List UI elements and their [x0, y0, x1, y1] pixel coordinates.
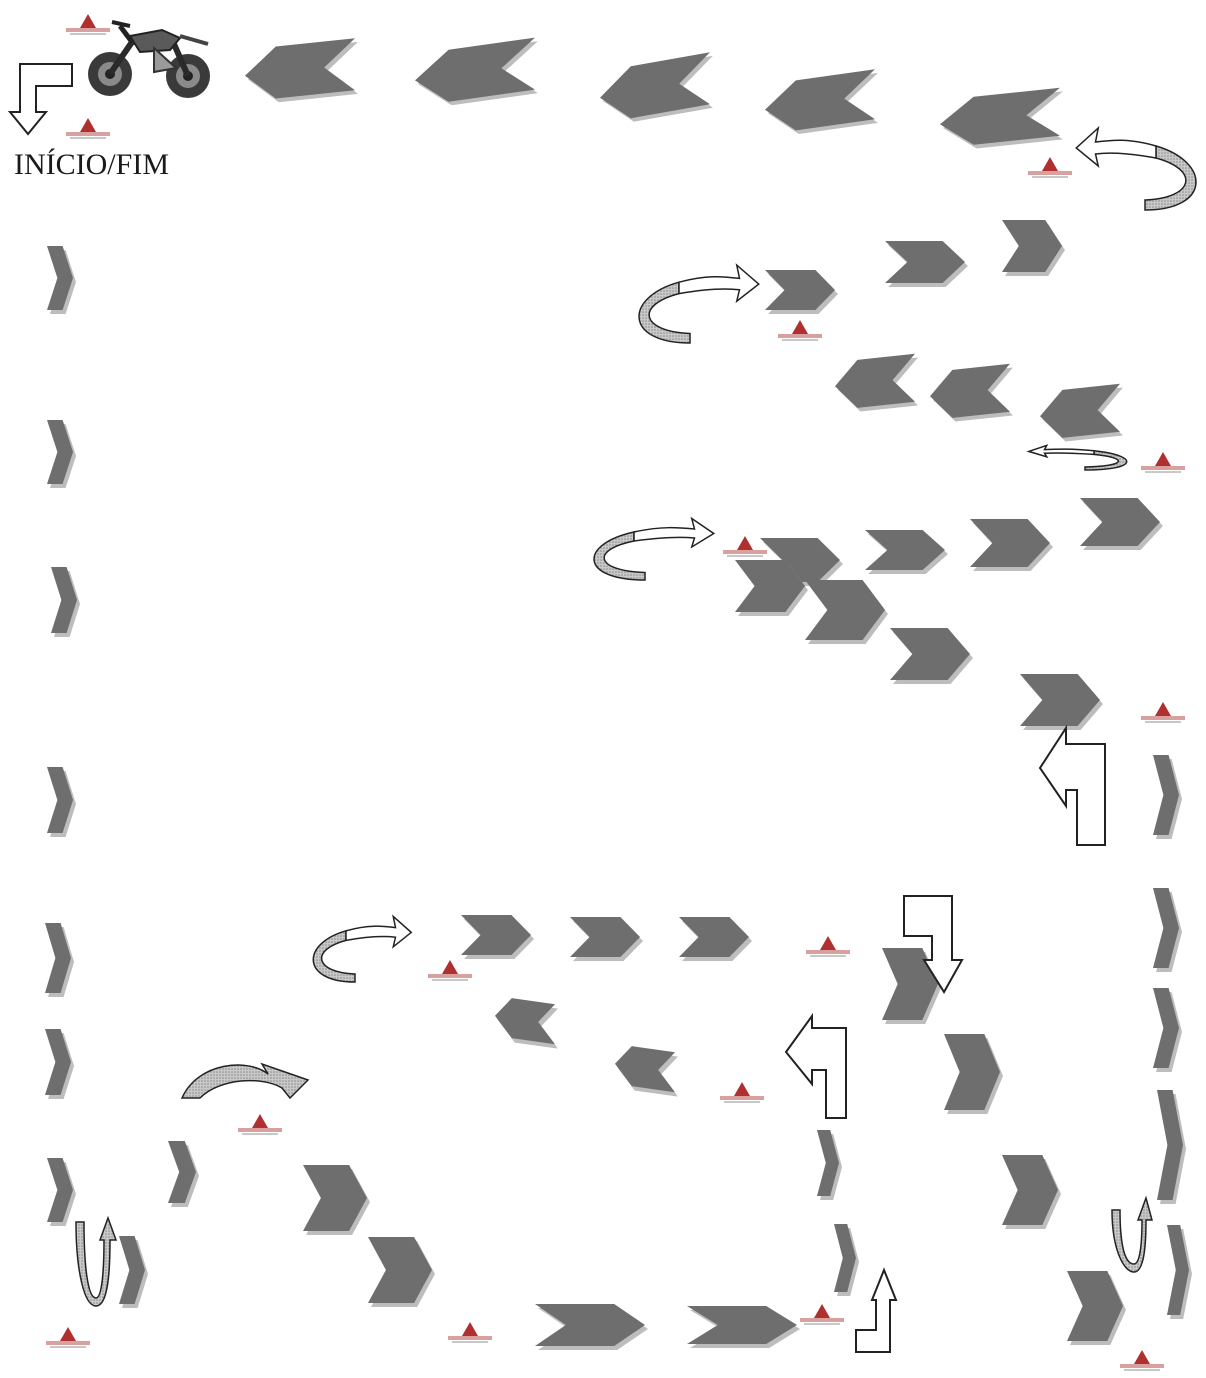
chevron-arrow-icon [47, 246, 76, 314]
chevron-arrow-icon [940, 87, 1063, 152]
cone-icon [66, 118, 110, 139]
chevron-arrow-icon [1040, 383, 1123, 444]
chevron-arrow-icon [45, 923, 74, 997]
chevron-arrow-icon [368, 1237, 435, 1307]
bend-arrows [786, 728, 1105, 1352]
chevron-arrow-icon [1002, 220, 1065, 276]
chevron-arrow-icon [245, 38, 358, 106]
chevron-arrow-icon [47, 767, 76, 837]
chevron-arrow-icon [865, 530, 948, 574]
chevron-arrow-icon [944, 1034, 1003, 1114]
chevron-arrow-icon [570, 917, 643, 961]
chevron-arrow-icon [1153, 888, 1182, 972]
u-turn-arrow-icon [1029, 445, 1127, 470]
chevron-arrow-icon [1067, 1271, 1126, 1345]
chevron-arrow-icon [51, 567, 80, 637]
cone-icon [448, 1322, 492, 1343]
cone-icon [1141, 702, 1185, 723]
cone-icon [800, 1304, 844, 1325]
chevron-arrow-icon [535, 1304, 648, 1350]
cone-icon [238, 1114, 282, 1135]
start-arrow-icon [10, 64, 72, 134]
chevron-arrow-icon [765, 270, 838, 314]
cone-icon [428, 960, 472, 981]
chevron-arrow-icon [495, 996, 558, 1049]
chevron-arrow-icon [817, 1130, 842, 1200]
chevron-arrow-icon [168, 1141, 199, 1207]
cone-icon [723, 536, 767, 557]
chevron-arrow-icon [835, 353, 918, 414]
chevron-arrow-icon [303, 1165, 370, 1235]
chevron-arrow-icon [885, 241, 968, 287]
chevron-arrow-icon [1002, 1155, 1061, 1229]
chevron-arrow-icon [834, 1224, 859, 1296]
bend-arrow-icon [786, 1016, 846, 1118]
chevron-arrow-icon [119, 1236, 148, 1308]
cone-icon [1120, 1350, 1164, 1371]
cone-icon [806, 936, 850, 957]
chevron-arrow-icon [415, 37, 538, 110]
chevron-arrow-icon [765, 69, 878, 139]
cone-icon [66, 14, 110, 35]
bend-arrow-icon [182, 1064, 308, 1098]
chevron-arrow-icon [1153, 755, 1182, 839]
chevron-arrow-icon [47, 420, 76, 488]
chevron-arrow-icon [1153, 988, 1182, 1072]
cone-icon [720, 1082, 764, 1103]
u-turn-arrow-icon [594, 519, 714, 581]
chevron-arrow-icon [687, 1306, 800, 1348]
cone-icon [1028, 157, 1072, 178]
chevron-arrow-icon [615, 1044, 678, 1097]
chevron-arrow-icon [679, 917, 752, 961]
chevron-arrow-icon [600, 52, 713, 128]
chevron-arrow-icon [805, 580, 888, 644]
chevron-arrow-icon [1080, 498, 1163, 550]
cone-icon [778, 320, 822, 341]
chevron-arrow-icon [47, 1158, 76, 1226]
chevron-arrow-icon [890, 628, 973, 684]
cone-icon [1141, 452, 1185, 473]
u-turn-arrow-icon [1112, 1198, 1152, 1272]
u-turn-arrow-icon [639, 265, 759, 343]
chevron-arrow-icon [970, 519, 1053, 571]
start-finish-label: INÍCIO/FIM [14, 148, 169, 182]
motorcycle-icon [88, 22, 210, 98]
cone-icon [46, 1327, 90, 1348]
chevron-arrow-icon [45, 1029, 74, 1099]
bend-arrow-icon [1040, 728, 1105, 845]
u-turn-arrow-icon [1076, 128, 1196, 210]
chevron-arrow-icon [461, 915, 534, 959]
chevron-markers [45, 37, 1192, 1350]
u-turn-arrow-icon [76, 1218, 116, 1306]
chevron-arrow-icon [930, 363, 1013, 424]
chevron-arrow-icon [1157, 1090, 1186, 1204]
chevron-arrow-icon [1020, 674, 1103, 730]
bend-arrow-icon [856, 1270, 896, 1352]
u-turn-arrow-icon [313, 916, 411, 982]
chevron-arrow-icon [1167, 1225, 1192, 1319]
